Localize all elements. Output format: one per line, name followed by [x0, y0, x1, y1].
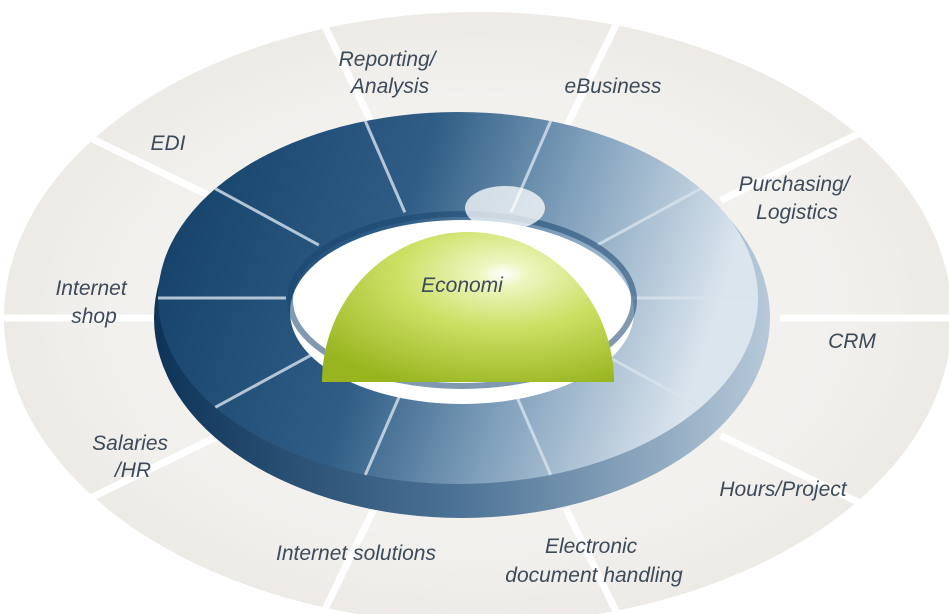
- segment-labels: Reporting/ Analysis eBusiness Purchasing…: [55, 48, 876, 587]
- segment-label-edh: Electronic document handling: [505, 535, 683, 587]
- segment-label-ebusiness: eBusiness: [565, 75, 662, 98]
- petal-divider: [719, 432, 893, 521]
- petal-divider: [318, 506, 378, 614]
- ring-divider: [214, 349, 320, 409]
- ring-divider: [596, 187, 702, 247]
- petal-divider: [719, 115, 893, 204]
- segment-label-edi: EDI: [150, 132, 185, 155]
- segment-label-salaries: Salaries /HR: [92, 432, 174, 482]
- segment-label-purchasing: Purchasing/ Logistics: [739, 173, 856, 224]
- ring-dividers: [158, 120, 758, 476]
- petal-divider: [47, 432, 221, 521]
- center-label: Economi: [421, 274, 504, 297]
- segment-label-hours: Hours/Project: [719, 478, 847, 501]
- segment-label-reporting: Reporting/ Analysis: [339, 48, 442, 98]
- petal-divider: [562, 0, 632, 130]
- segment-label-internet-shop: Internet shop: [55, 277, 132, 328]
- ring-divider: [596, 349, 702, 409]
- center-sphere: Economi: [322, 186, 614, 382]
- petal-divider: [308, 0, 378, 130]
- segment-label-internet-solutions: Internet solutions: [276, 542, 436, 565]
- ring-divider: [363, 382, 407, 476]
- ring-divider: [214, 187, 320, 247]
- petal-divider: [562, 506, 622, 614]
- ring-divider: [363, 120, 407, 214]
- petal-divider: [47, 115, 221, 204]
- segment-label-crm: CRM: [828, 330, 876, 353]
